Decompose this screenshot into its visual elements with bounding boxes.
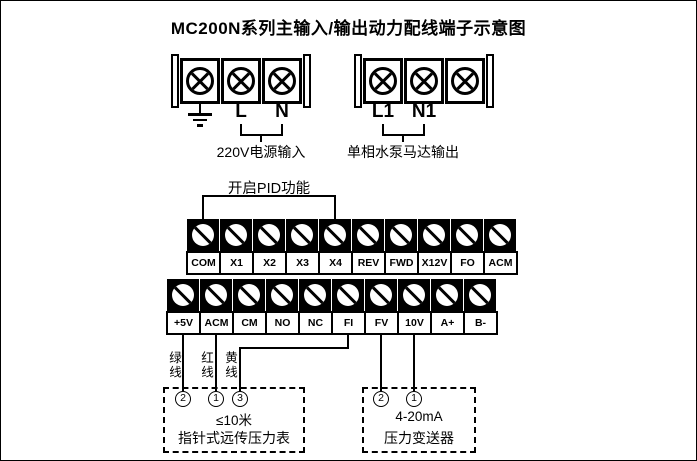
yellow-wire (239, 347, 241, 391)
screw-terminal-icon (385, 219, 417, 251)
screw-terminal-icon (220, 219, 252, 251)
terminal-label-acm: ACM (483, 251, 518, 275)
bracket-line (240, 124, 242, 134)
screw-terminal-x-icon (227, 67, 255, 95)
terminal-block-end-cap (171, 54, 179, 108)
screw-terminal-icon (352, 219, 384, 251)
bracket-line (281, 124, 283, 134)
terminal-label-10v: 10V (397, 311, 432, 335)
output-terminal-l1 (363, 58, 403, 104)
screw-terminal-icon (253, 219, 285, 251)
pid-caption: 开启PID功能 (227, 181, 311, 197)
screw-terminal-icon (286, 219, 318, 251)
screw-terminal-x-icon (451, 67, 479, 95)
terminal-label-nc: NC (298, 311, 333, 335)
pid-bracket-line (202, 195, 336, 197)
red-wire-label: 红线 (199, 351, 213, 380)
transmitter-name: 压力变送器 (384, 430, 454, 446)
terminal-block-end-cap (354, 54, 362, 108)
transmitter-wire-10v (413, 335, 415, 391)
screw-terminal-x-icon (369, 67, 397, 95)
power-terminal-ground (180, 58, 220, 104)
screw-terminal-icon (418, 219, 450, 251)
label-n: N (275, 101, 289, 122)
yellow-wire (347, 335, 349, 349)
yellow-wire (239, 347, 349, 349)
power-terminal-l (221, 58, 261, 104)
bracket-line (382, 124, 384, 134)
terminal-label-x12v: X12V (417, 251, 452, 275)
terminal-label-x2: X2 (252, 251, 287, 275)
terminal-label-bminus: B- (463, 311, 498, 335)
yellow-wire-label: 黄线 (223, 351, 237, 380)
screw-terminal-icon (299, 279, 331, 311)
terminal-label-fwd: FWD (384, 251, 419, 275)
terminal-label-5v: +5V (166, 311, 201, 335)
screw-terminal-icon (233, 279, 265, 311)
gauge-terminal-3: 3 (232, 391, 248, 407)
gauge-terminal-1: 1 (208, 391, 224, 407)
bracket-line (260, 134, 262, 142)
screw-terminal-icon (484, 219, 516, 251)
screw-terminal-x-icon (186, 67, 214, 95)
terminal-label-cm: CM (232, 311, 267, 335)
terminal-label-x4: X4 (318, 251, 353, 275)
terminal-label-aplus: A+ (430, 311, 465, 335)
terminal-block-end-cap (303, 54, 311, 108)
gauge-distance: ≤10米 (216, 413, 252, 428)
screw-terminal-icon (187, 219, 219, 251)
terminal-label-fv: FV (364, 311, 399, 335)
screw-terminal-icon (398, 279, 430, 311)
pid-wire-com (202, 195, 204, 219)
screw-terminal-icon (431, 279, 463, 311)
transmitter-terminal-2: 2 (373, 391, 389, 407)
screw-terminal-icon (319, 219, 351, 251)
gauge-name: 指针式远传压力表 (178, 430, 290, 446)
terminal-label-acm2: ACM (199, 311, 234, 335)
green-wire (182, 335, 184, 391)
screw-terminal-icon (365, 279, 397, 311)
label-l1: L1 (371, 101, 395, 122)
pid-wire-x4 (334, 195, 336, 219)
screw-terminal-icon (266, 279, 298, 311)
terminal-label-no: NO (265, 311, 300, 335)
power-terminal-n (262, 58, 302, 104)
bracket-line (402, 134, 404, 142)
transmitter-signal: 4-20mA (395, 409, 443, 424)
terminal-label-x3: X3 (285, 251, 320, 275)
screw-terminal-icon (200, 279, 232, 311)
screw-terminal-icon (464, 279, 496, 311)
label-n1: N1 (411, 101, 437, 122)
screw-terminal-x-icon (268, 67, 296, 95)
terminal-label-com: COM (186, 251, 221, 275)
screw-terminal-x-icon (410, 67, 438, 95)
terminal-block-end-cap (486, 54, 494, 108)
transmitter-wire-fv (380, 335, 382, 391)
output-terminal-n1 (404, 58, 444, 104)
label-l: L (235, 101, 247, 122)
pressure-gauge-box (163, 387, 305, 453)
red-wire (215, 335, 217, 391)
power-input-caption: 220V电源输入 (216, 144, 306, 160)
terminal-label-fo: FO (450, 251, 485, 275)
gauge-terminal-2: 2 (175, 391, 191, 407)
screw-terminal-icon (451, 219, 483, 251)
terminal-label-rev: REV (351, 251, 386, 275)
motor-output-caption: 单相水泵马达输出 (347, 144, 459, 160)
screw-terminal-icon (167, 279, 199, 311)
terminal-label-fi: FI (331, 311, 366, 335)
page-title: MC200N系列主输入/输出动力配线端子示意图 (170, 19, 527, 38)
bracket-line (423, 124, 425, 134)
green-wire-label: 绿线 (167, 351, 181, 380)
terminal-label-x1: X1 (219, 251, 254, 275)
screw-terminal-icon (332, 279, 364, 311)
output-terminal-spare (445, 58, 485, 104)
pressure-transmitter-box (362, 387, 476, 453)
transmitter-terminal-1: 1 (406, 391, 422, 407)
